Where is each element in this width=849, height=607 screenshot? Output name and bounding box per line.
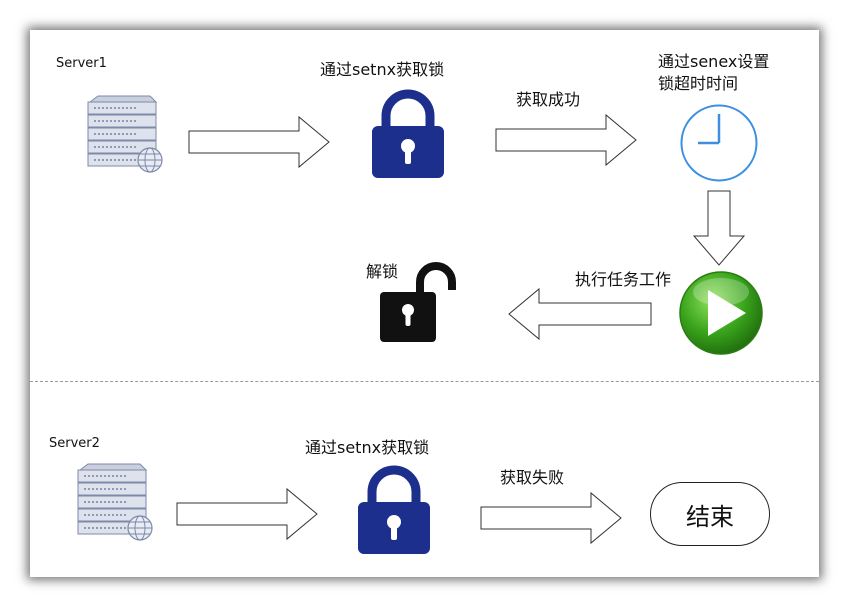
expire-label-line1: 通过senex设置 bbox=[658, 52, 770, 71]
play-icon bbox=[679, 271, 763, 355]
padlock-icon bbox=[358, 465, 430, 554]
server-icon bbox=[87, 95, 163, 173]
arrow-right-icon bbox=[480, 491, 622, 545]
server1-label: Server1 bbox=[56, 56, 107, 71]
server2-label: Server2 bbox=[49, 436, 100, 451]
arrow-right-icon bbox=[176, 487, 318, 541]
acquire-lock-label: 通过setnx获取锁 bbox=[320, 60, 445, 79]
padlock-icon bbox=[372, 89, 444, 178]
execute-label: 执行任务工作 bbox=[575, 270, 672, 289]
unlock-label: 解锁 bbox=[366, 262, 399, 281]
server-icon bbox=[77, 463, 153, 541]
acquire-lock-label-2: 通过setnx获取锁 bbox=[305, 438, 430, 457]
end-node: 结束 bbox=[650, 482, 770, 546]
expire-label-line2: 锁超时时间 bbox=[658, 74, 739, 93]
diagram-frame: Server1 通过setnx获取锁 bbox=[30, 30, 819, 577]
arrow-right-icon bbox=[188, 115, 330, 169]
arrow-left-icon bbox=[508, 287, 652, 341]
success-label: 获取成功 bbox=[516, 90, 581, 109]
arrow-right-icon bbox=[495, 113, 637, 167]
arrow-down-icon bbox=[692, 190, 746, 266]
fail-label: 获取失败 bbox=[500, 468, 565, 487]
section-divider bbox=[30, 381, 819, 382]
unlocked-padlock-icon bbox=[380, 262, 456, 342]
clock-icon bbox=[680, 104, 758, 182]
